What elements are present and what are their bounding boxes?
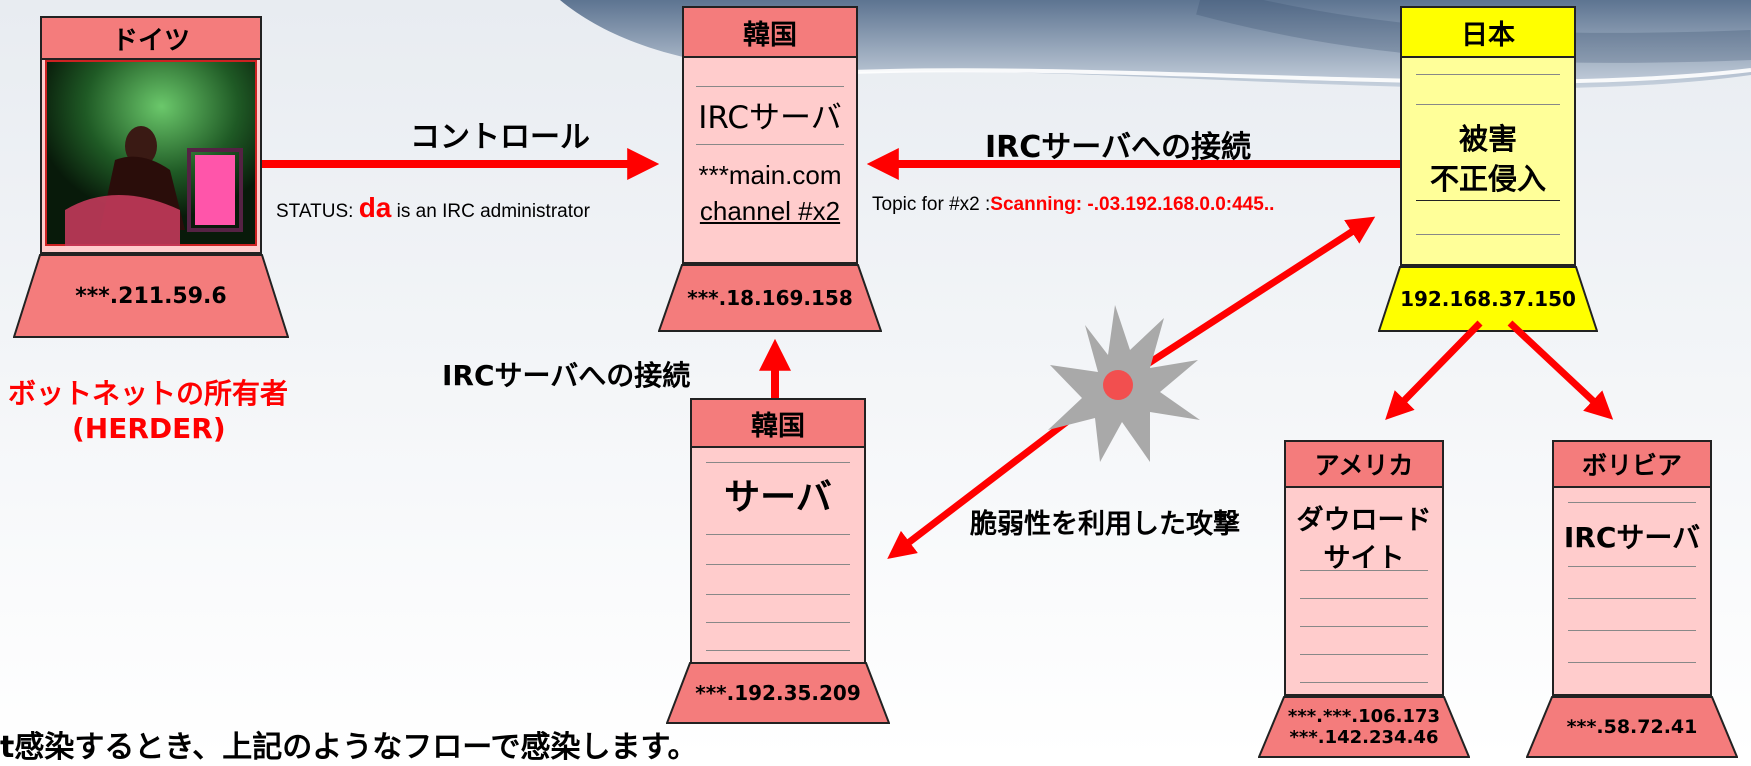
owner-label-line1: ボットネットの所有者 [8, 377, 289, 410]
bolivia-title: ボリビア [1554, 442, 1710, 488]
bolivia-ip: ***.58.72.41 [1566, 716, 1698, 738]
footer-text: t感染するとき、上記のようなフローで感染します。 [0, 730, 698, 765]
usa-line1: ダウロード [1296, 505, 1432, 536]
bolivia-ip-base: ***.58.72.41 [1526, 696, 1738, 758]
japan-ip: 192.168.37.150 [1400, 287, 1576, 311]
korea-server-box: 韓国 サーバ [690, 398, 866, 664]
hacker-photo [45, 60, 257, 246]
korea-server-ip: ***.192.35.209 [695, 681, 861, 705]
topic-prefix: Topic for #x2 : [872, 194, 991, 215]
usa-box: アメリカ ダウロード サイト [1284, 440, 1444, 696]
korea-server-ip-base: ***.192.35.209 [666, 662, 890, 724]
korea-irc-channel: channel #x2 [699, 196, 841, 226]
usa-ip1: ***.***.106.173 [1287, 706, 1441, 727]
topic-line: Topic for #x2 :Scanning: -.03.192.168.0.… [872, 194, 1274, 216]
germany-title: ドイツ [42, 18, 260, 60]
germany-ip-base: ***.211.59.6 [13, 254, 289, 338]
bolivia-box: ボリビア IRCサーバ [1552, 440, 1712, 696]
bolivia-service: IRCサーバ [1563, 521, 1701, 554]
germany-box: ドイツ [40, 16, 262, 254]
status-line: STATUS: da is an IRC administrator [276, 192, 590, 224]
korea-irc-host: ***main.com [698, 160, 842, 190]
topic-value: Scanning: -.03.192.168.0.0:445.. [990, 194, 1275, 215]
exploit-label: 脆弱性を利用した攻撃 [970, 509, 1240, 540]
usa-line2: サイト [1323, 543, 1405, 574]
korea-irc-ip: ***.18.169.158 [687, 286, 853, 310]
status-prefix: STATUS: [276, 201, 359, 222]
japan-line1: 被害 [1458, 122, 1517, 156]
korea-irc-box: 韓国 IRCサーバ ***main.com channel #x2 [682, 6, 858, 264]
japan-line2: 不正侵入 [1429, 162, 1546, 196]
korea-irc-ip-base: ***.18.169.158 [658, 264, 882, 332]
irc-connect-label-mid: IRCサーバへの接続 [442, 359, 691, 392]
usa-title: アメリカ [1286, 442, 1442, 488]
korea-server-title: 韓国 [692, 400, 864, 448]
korea-irc-title: 韓国 [684, 8, 856, 58]
korea-irc-service: IRCサーバ [698, 100, 842, 136]
usa-ip-base: ***.***.106.173 ***.142.234.46 [1258, 696, 1470, 758]
control-label: コントロール [410, 120, 590, 155]
japan-ip-base: 192.168.37.150 [1378, 266, 1598, 332]
japan-box: 日本 被害 不正侵入 [1400, 6, 1576, 266]
status-suffix: is an IRC administrator [391, 201, 590, 222]
japan-title: 日本 [1402, 8, 1574, 58]
usa-ip2: ***.142.234.46 [1289, 727, 1439, 748]
owner-label-line2: (HERDER) [72, 412, 226, 445]
status-nick: da [358, 192, 392, 223]
irc-connect-label-top: IRCサーバへの接続 [985, 130, 1251, 165]
germany-ip: ***.211.59.6 [75, 283, 227, 309]
korea-server-service: サーバ [724, 477, 832, 518]
